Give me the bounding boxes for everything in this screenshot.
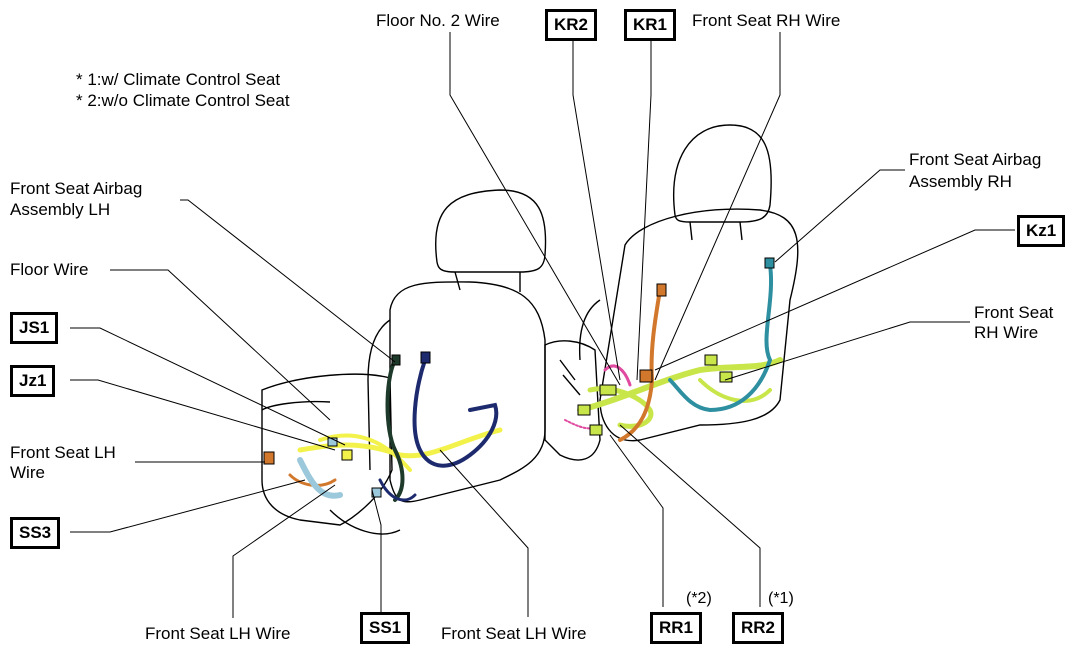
left-seat-harness: [263, 351, 503, 502]
label-airbag-rh-line1: Front Seat Airbag: [909, 150, 1042, 169]
label-front-seat-lh-wire-bottom-b: Front Seat LH Wire: [441, 624, 587, 643]
connector-ss3: SS3: [10, 517, 61, 549]
connector-jz1: Jz1: [10, 365, 56, 397]
label-airbag-rh-line2: Assembly RH: [909, 172, 1012, 191]
connector-ss1: SS1: [360, 612, 411, 644]
connector-js1: JS1: [10, 312, 59, 344]
label-front-seat-lh-wire-left-line2: Wire: [10, 463, 45, 482]
label-front-seat-lh-wire-bottom-a: Front Seat LH Wire: [145, 624, 291, 643]
right-seat-harness: [564, 257, 783, 442]
label-front-seat-rh-wire-line2: RH Wire: [974, 323, 1039, 342]
connector-kz1: Kz1: [1017, 215, 1066, 247]
connector-kr1: KR1: [624, 9, 677, 41]
footnote-ref-rr2: (*1): [768, 590, 794, 607]
connector-rr2: RR2: [732, 612, 785, 644]
connector-kr2: KR2: [545, 9, 598, 41]
label-airbag-lh-line2: Assembly LH: [10, 200, 111, 219]
label-floor-no2-wire: Floor No. 2 Wire: [376, 11, 500, 30]
note-no-climate-control: * 2:w/o Climate Control Seat: [76, 91, 290, 110]
left-seat: [261, 189, 547, 535]
footnote-ref-rr1: (*2): [686, 590, 712, 607]
connector-rr1: RR1: [650, 612, 703, 644]
leader-lines: [70, 32, 1015, 618]
label-front-seat-rh-wire-line1: Front Seat: [974, 303, 1054, 322]
label-airbag-lh-line1: Front Seat Airbag: [10, 179, 143, 198]
note-climate-control: * 1:w/ Climate Control Seat: [76, 70, 281, 89]
label-floor-wire: Floor Wire: [10, 260, 89, 279]
label-front-seat-rh-wire-top: Front Seat RH Wire: [692, 11, 841, 30]
label-front-seat-lh-wire-left-line1: Front Seat LH: [10, 443, 116, 462]
